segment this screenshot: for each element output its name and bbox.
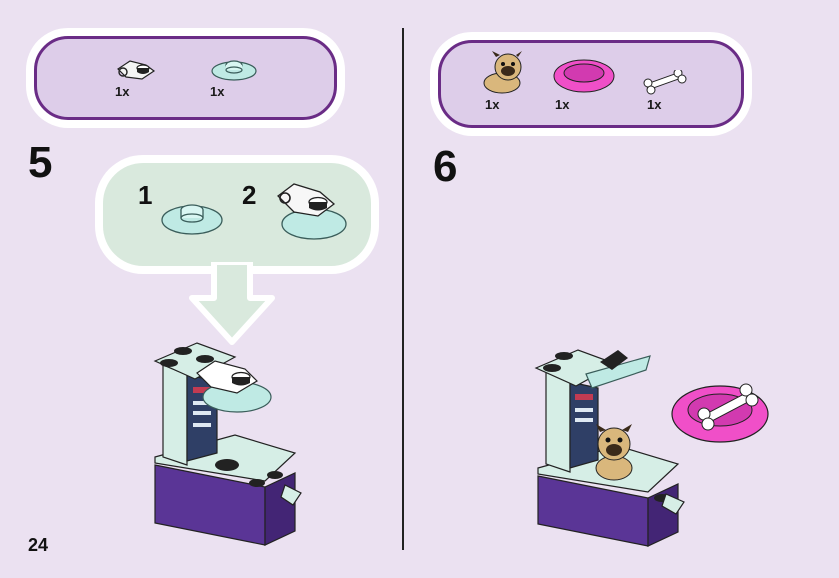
substep-2-number: 2 [242, 180, 257, 210]
step6-part2-qty: 1x [555, 97, 570, 112]
white-bone-icon [643, 70, 687, 95]
down-arrow-icon [189, 262, 275, 345]
step6-part1-qty: 1x [485, 97, 500, 112]
step5-parts-box [34, 36, 337, 120]
step5-model-illustration [153, 342, 302, 546]
step6-number: 6 [433, 142, 458, 191]
substep-1-number: 1 [138, 180, 153, 210]
page-number: 24 [28, 535, 49, 555]
substep2-clip-on-plate-icon [277, 183, 347, 240]
step6-model-illustration [534, 349, 685, 547]
white-clip-plate-icon [117, 60, 156, 80]
step5-part1-qty: 1x [115, 84, 130, 99]
substep1-round-plate-icon [161, 204, 223, 235]
step6-part3-qty: 1x [647, 97, 662, 112]
bowl-with-bone-illustration [671, 383, 769, 443]
pug-figure-icon [483, 51, 522, 94]
step5-part2-qty: 1x [210, 84, 225, 99]
transparent-round-plate-icon [211, 60, 257, 81]
pink-dog-bowl-icon [553, 59, 615, 93]
step-divider [402, 28, 404, 550]
step5-number: 5 [28, 138, 53, 187]
